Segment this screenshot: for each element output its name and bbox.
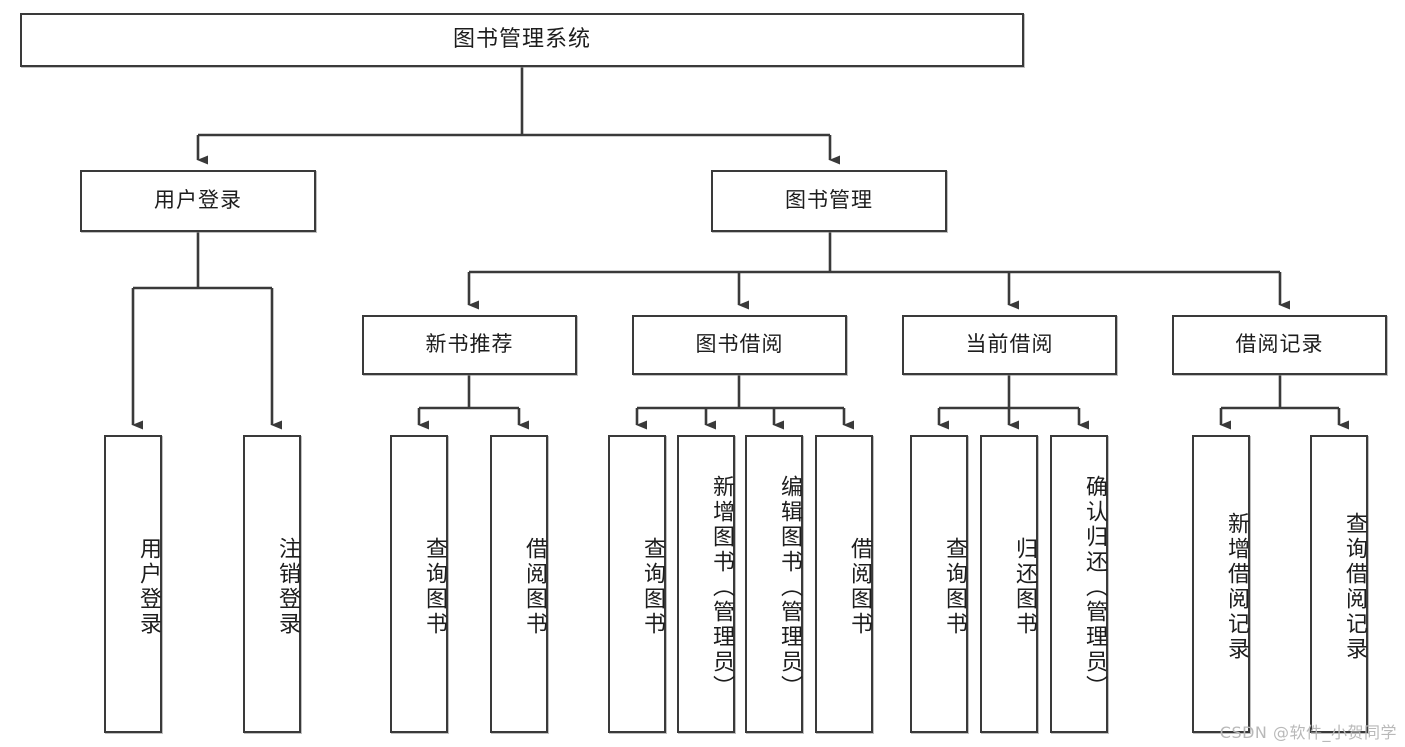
node-label: 确认归还（管理员） <box>1082 474 1107 700</box>
node-label: 查询借阅记录 <box>1342 512 1367 662</box>
node-label: 借阅图书 <box>847 537 872 637</box>
node-label: 注销登录 <box>275 537 300 637</box>
node-book-borrow[interactable]: 图书借阅 <box>632 315 847 375</box>
node-label: 借阅图书 <box>522 537 547 637</box>
node-label: 图书管理系统 <box>452 26 591 52</box>
leaf-current-return-book[interactable]: 归还图书 <box>980 435 1038 733</box>
node-borrow-record[interactable]: 借阅记录 <box>1172 315 1387 375</box>
node-label: 新增借阅记录 <box>1224 512 1249 662</box>
node-root-book-management-system[interactable]: 图书管理系统 <box>20 13 1024 67</box>
node-label: 当前借阅 <box>965 332 1054 357</box>
leaf-current-confirm-return-admin[interactable]: 确认归还（管理员） <box>1050 435 1108 733</box>
leaf-borrow-query-book[interactable]: 查询图书 <box>608 435 666 733</box>
node-user-login[interactable]: 用户登录 <box>80 170 316 232</box>
watermark: CSDN @软件_小贺同学 <box>1219 723 1397 742</box>
node-label: 图书借阅 <box>695 332 784 357</box>
node-label: 查询图书 <box>640 537 665 637</box>
node-label: 归还图书 <box>1012 537 1037 637</box>
leaf-current-query-book[interactable]: 查询图书 <box>910 435 968 733</box>
leaf-new-book-query[interactable]: 查询图书 <box>390 435 448 733</box>
node-label: 编辑图书（管理员） <box>777 474 802 700</box>
leaf-user-login-logout[interactable]: 注销登录 <box>243 435 301 733</box>
node-label: 用户登录 <box>154 188 242 213</box>
leaf-record-add-record[interactable]: 新增借阅记录 <box>1192 435 1250 733</box>
leaf-borrow-add-book-admin[interactable]: 新增图书（管理员） <box>677 435 735 733</box>
node-label: 新增图书（管理员） <box>709 474 734 700</box>
node-label: 查询图书 <box>942 537 967 637</box>
node-label: 查询图书 <box>422 537 447 637</box>
node-label: 借阅记录 <box>1235 332 1324 357</box>
leaf-user-login-login[interactable]: 用户登录 <box>104 435 162 733</box>
leaf-new-book-borrow[interactable]: 借阅图书 <box>490 435 548 733</box>
leaf-borrow-borrow-book[interactable]: 借阅图书 <box>815 435 873 733</box>
node-new-book-recommend[interactable]: 新书推荐 <box>362 315 577 375</box>
node-current-borrow[interactable]: 当前借阅 <box>902 315 1117 375</box>
node-book-management[interactable]: 图书管理 <box>711 170 947 232</box>
node-label: 图书管理 <box>785 188 873 213</box>
node-label: 新书推荐 <box>425 332 514 357</box>
leaf-borrow-edit-book-admin[interactable]: 编辑图书（管理员） <box>745 435 803 733</box>
node-label: 用户登录 <box>136 537 161 637</box>
leaf-record-query-record[interactable]: 查询借阅记录 <box>1310 435 1368 733</box>
